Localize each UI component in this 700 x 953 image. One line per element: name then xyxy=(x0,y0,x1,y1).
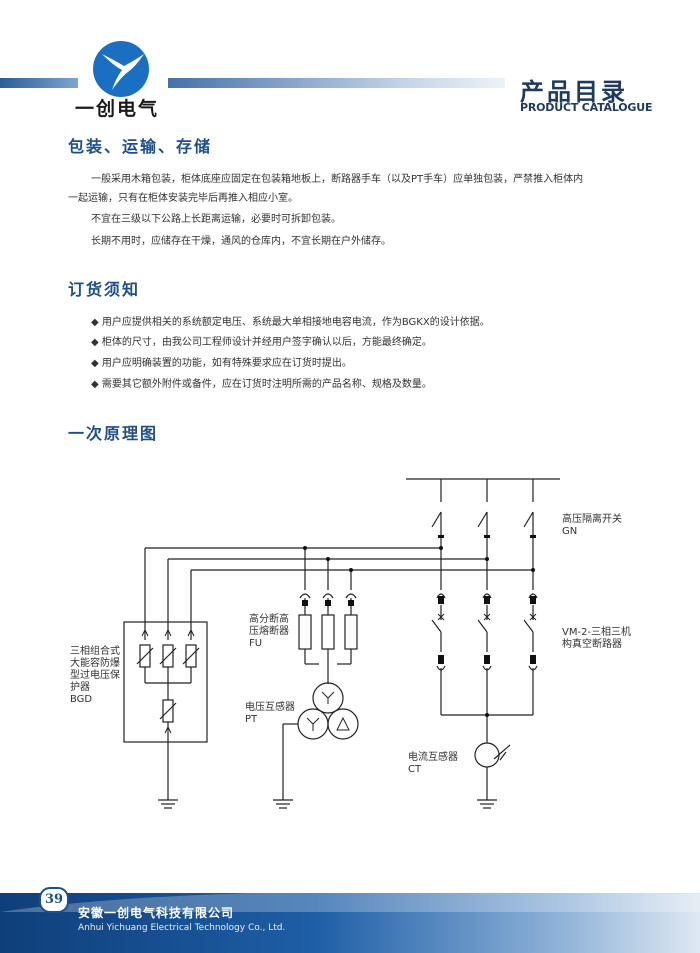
section-title-packaging: 包装、运输、存储 xyxy=(68,137,213,156)
single-line-diagram xyxy=(123,478,560,809)
header-bar-left xyxy=(0,78,78,88)
footer-curve xyxy=(0,890,700,912)
label-bgd: 三相组合式 大能容防爆 型过电压保 护器 BGD xyxy=(70,646,120,705)
packaging-paragraph-1-cont: 一起运输，只有在柜体安装完毕后再推入相应小室。 xyxy=(68,193,298,204)
page-number: 39 xyxy=(39,887,69,913)
packaging-paragraph-1: 一般采用木箱包装，柜体底座应固定在包装箱地板上，断路器手车（以及PT手车）应单独… xyxy=(91,174,584,185)
label-fu: 高分断高 压熔断器 FU xyxy=(249,614,289,649)
header-bar-right xyxy=(168,78,505,88)
section-title-ordering: 订货须知 xyxy=(68,280,141,299)
ordering-item: ◆ 柜体的尺寸，由我公司工程师设计并经用户签字确认以后，方能最终确定。 xyxy=(91,337,432,348)
footer-band xyxy=(0,893,700,953)
company-logo-icon xyxy=(93,41,149,97)
label-pt: 电压互感器 PT xyxy=(245,702,295,725)
catalog-subtitle: PRODUCT CATALOGUE xyxy=(520,101,653,114)
ordering-item: ◆ 需要其它额外附件或备件，应在订货时注明所需的产品名称、规格及数量。 xyxy=(91,379,432,390)
company-name-cn: 安徽一创电气科技有限公司 xyxy=(78,906,235,920)
label-ct: 电流互感器 CT xyxy=(408,752,458,775)
packaging-paragraph-2: 不宜在三级以下公路上长距离运输，必要时可拆卸包装。 xyxy=(91,214,341,225)
ordering-item: ◆ 用户应明确装置的功能，如有特殊要求应在订货时提出。 xyxy=(91,358,352,369)
section-title-diagram: 一次原理图 xyxy=(68,424,159,443)
company-name-en: Anhui Yichuang Electrical Technology Co.… xyxy=(78,923,286,933)
packaging-paragraph-3: 长期不用时，应储存在干燥，通风的仓库内，不宜长期在户外储存。 xyxy=(91,236,391,247)
brand-name: 一创电气 xyxy=(75,98,160,120)
catalog-title: 产品目录 xyxy=(520,78,628,106)
label-gn: 高压隔离开关 GN xyxy=(562,514,622,537)
label-vm: VM-2-三相三机 构真空断路器 xyxy=(562,627,632,650)
ordering-item: ◆ 用户应提供相关的系统额定电压、系统最大单相接地电容电流，作为BGKX的设计依… xyxy=(91,317,490,328)
